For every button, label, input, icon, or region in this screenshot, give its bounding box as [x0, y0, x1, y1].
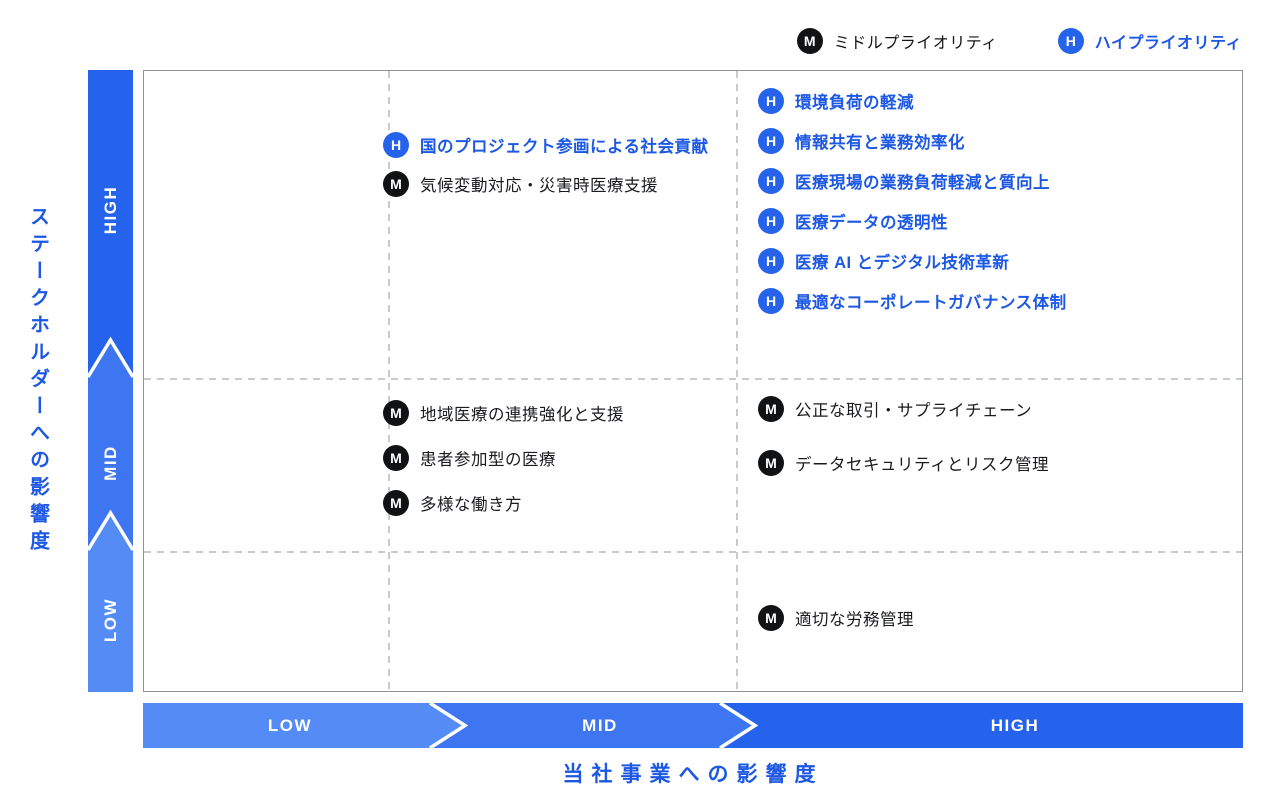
x-arrow-segment-mid: [430, 703, 755, 748]
matrix-item-label: 患者参加型の医療: [420, 451, 556, 469]
matrix-item-label: 国のプロジェクト参画による社会貢献: [420, 138, 709, 156]
plot-area: [143, 70, 1243, 692]
matrix-item-label: 最適なコーポレートガバナンス体制: [795, 294, 1067, 312]
gridline-horizontal-2: [144, 551, 1242, 553]
high-priority-badge-icon: H: [383, 132, 409, 158]
middle-priority-badge-icon: M: [758, 450, 784, 476]
matrix-item-label: 環境負荷の軽減: [795, 94, 914, 112]
matrix-item-label: 医療データの透明性: [795, 214, 948, 232]
x-axis-arrow: LOW MID HIGH: [143, 703, 1243, 748]
middle-priority-badge-icon: M: [383, 400, 409, 426]
middle-priority-badge-icon: M: [758, 605, 784, 631]
y-axis-label-high: HIGH: [101, 186, 120, 235]
x-arrow-segment-low: [143, 703, 465, 748]
matrix-item-label: 公正な取引・サプライチェーン: [795, 402, 1033, 420]
matrix-item: M 地域医療の連携強化と支援: [383, 400, 624, 426]
middle-priority-badge-icon: M: [383, 490, 409, 516]
gridline-vertical-1: [388, 71, 390, 691]
middle-priority-badge-icon: M: [383, 171, 409, 197]
x-arrow-chevron-right: [719, 703, 759, 748]
gridline-horizontal-1: [144, 378, 1242, 380]
middle-priority-badge-icon: M: [796, 28, 823, 54]
matrix-item-label: 気候変動対応・災害時医療支援: [420, 177, 658, 195]
matrix-item: H 医療現場の業務負荷軽減と質向上: [758, 168, 1067, 194]
matrix-item: H 国のプロジェクト参画による社会貢献: [383, 132, 709, 158]
x-axis-label-high: HIGH: [991, 716, 1040, 735]
legend-item-middle-priority: M ミドルプライオリティ: [796, 28, 998, 54]
cell-stakeholder-mid-business-mid: M 地域医療の連携強化と支援 M 患者参加型の医療 M 多様な働き方: [383, 377, 624, 516]
cell-stakeholder-high-business-mid: H 国のプロジェクト参画による社会貢献 M 気候変動対応・災害時医療支援: [383, 70, 709, 197]
matrix-item: M 気候変動対応・災害時医療支援: [383, 171, 709, 197]
middle-priority-badge-icon: M: [383, 445, 409, 471]
middle-priority-badge-icon: M: [758, 396, 784, 422]
legend: M ミドルプライオリティ H ハイプライオリティ: [796, 28, 1242, 54]
legend-label-middle-priority: ミドルプライオリティ: [833, 35, 998, 52]
matrix-item-label: 医療現場の業務負荷軽減と質向上: [795, 174, 1050, 192]
matrix-item: H 環境負荷の軽減: [758, 88, 1067, 114]
matrix-item-label: 情報共有と業務効率化: [795, 134, 965, 152]
matrix-item-label: 多様な働き方: [420, 496, 522, 514]
y-axis-arrow: HIGH MID LOW: [88, 70, 133, 692]
y-axis-title: ステークホルダーへの影響度: [16, 70, 60, 692]
cell-stakeholder-mid-business-high: M 公正な取引・サプライチェーン M データセキュリティとリスク管理: [758, 377, 1049, 476]
high-priority-badge-icon: H: [758, 248, 784, 274]
y-axis-label-low: LOW: [101, 598, 120, 642]
matrix-item-label: 医療 AI とデジタル技術革新: [795, 254, 1010, 272]
high-priority-badge-icon: H: [758, 168, 784, 194]
x-axis-title: 当社事業への影響度: [562, 763, 824, 786]
matrix-item: M 適切な労務管理: [758, 605, 914, 631]
matrix-item: H 最適なコーポレートガバナンス体制: [758, 288, 1067, 314]
x-axis-label-low: LOW: [268, 716, 312, 735]
y-arrow-segment-high: [88, 70, 133, 377]
matrix-item: M 多様な働き方: [383, 490, 624, 516]
cell-stakeholder-low-business-high: M 適切な労務管理: [758, 550, 914, 631]
cell-stakeholder-high-business-high: H 環境負荷の軽減 H 情報共有と業務効率化 H 医療現場の業務負荷軽減と質向上 H 医療デー…: [758, 70, 1067, 314]
legend-label-high-priority: ハイプライオリティ: [1094, 35, 1242, 52]
matrix-item-label: 地域医療の連携強化と支援: [420, 406, 624, 424]
y-arrow-segment-mid: [88, 340, 133, 550]
high-priority-badge-icon: H: [758, 128, 784, 154]
matrix-item: M データセキュリティとリスク管理: [758, 450, 1049, 476]
matrix-item: M 公正な取引・サプライチェーン: [758, 396, 1049, 422]
matrix-item: H 医療データの透明性: [758, 208, 1067, 234]
y-arrow-chevron-lower: [88, 509, 133, 551]
high-priority-badge-icon: H: [1057, 28, 1084, 54]
matrix-item-label: 適切な労務管理: [795, 611, 914, 629]
legend-item-high-priority: H ハイプライオリティ: [1057, 28, 1242, 54]
y-axis-title-text: ステークホルダーへの影響度: [26, 205, 49, 557]
y-arrow-segment-low: [88, 513, 133, 692]
matrix-item: H 情報共有と業務効率化: [758, 128, 1067, 154]
matrix-item: H 医療 AI とデジタル技術革新: [758, 248, 1067, 274]
x-axis-label-mid: MID: [582, 716, 618, 735]
matrix-item-label: データセキュリティとリスク管理: [795, 456, 1050, 474]
y-arrow-chevron-upper: [88, 336, 133, 378]
high-priority-badge-icon: H: [758, 88, 784, 114]
matrix-item: M 患者参加型の医療: [383, 445, 624, 471]
x-arrow-chevron-left: [429, 703, 469, 748]
y-axis-label-mid: MID: [101, 445, 120, 481]
high-priority-badge-icon: H: [758, 208, 784, 234]
high-priority-badge-icon: H: [758, 288, 784, 314]
gridline-vertical-2: [736, 71, 738, 691]
x-arrow-segment-high: [720, 703, 1243, 748]
